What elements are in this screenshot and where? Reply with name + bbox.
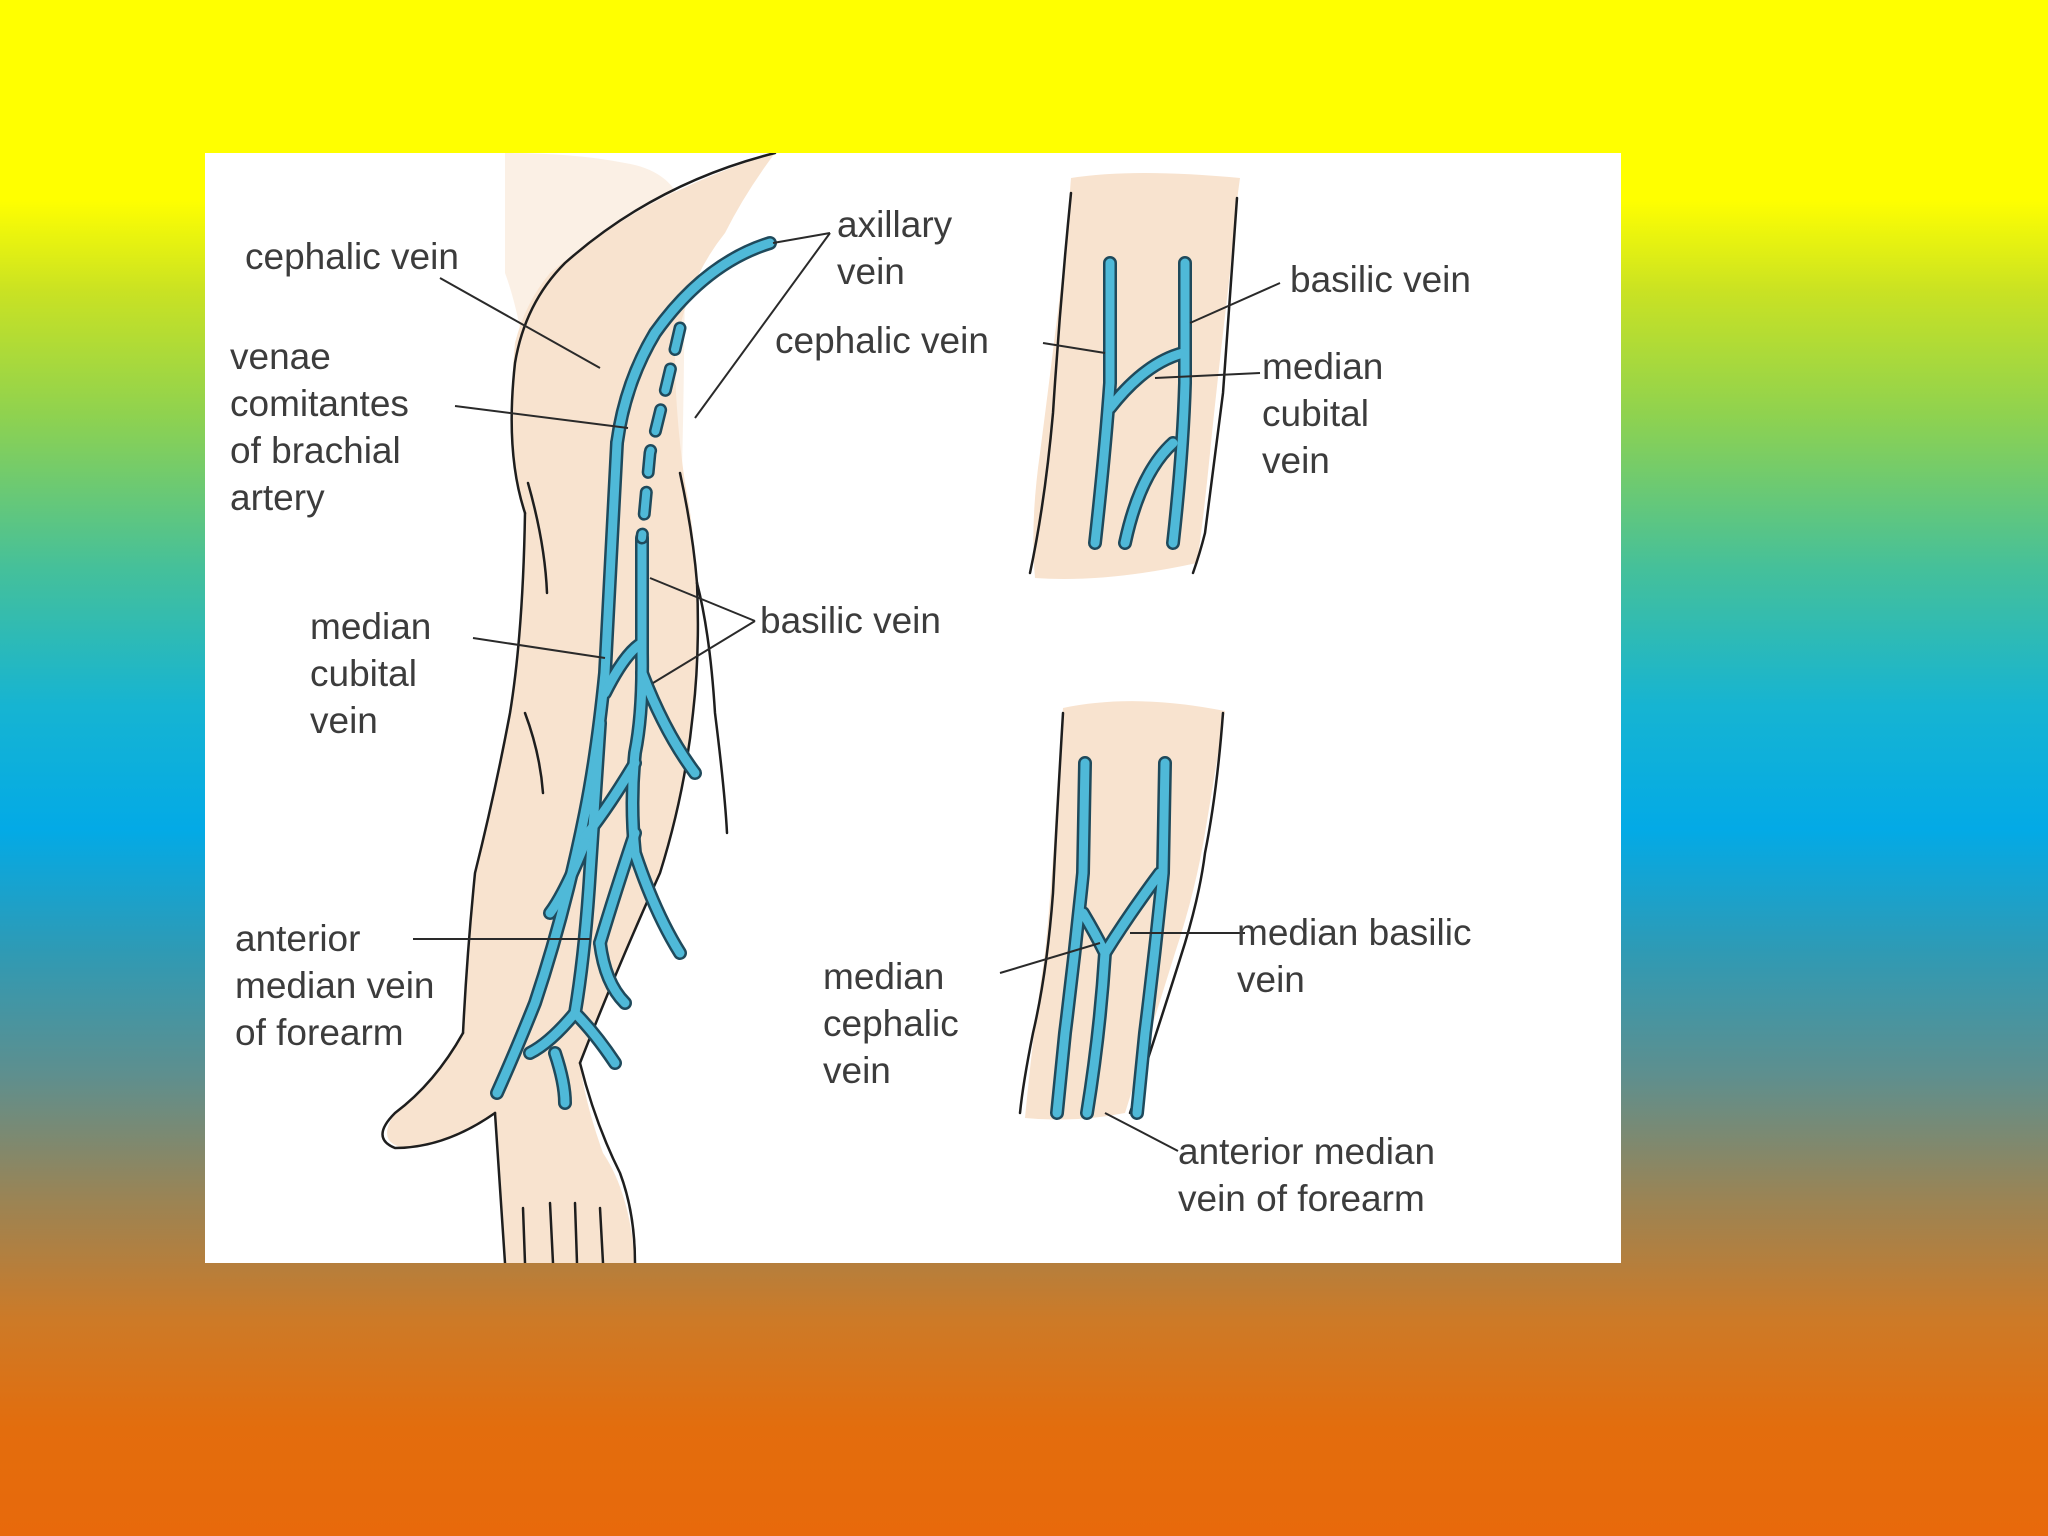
finger-line-2 [548,1201,555,1263]
hand-branch-1 [525,1008,580,1058]
axillary-vein [612,238,775,448]
leader-upper-basilic [1189,282,1281,324]
upper-variant-outline-left [1028,191,1073,575]
armpit-fold [695,581,729,835]
hand-branch-4 [550,1048,570,1108]
finger-line-4 [598,1206,605,1263]
label-median-cubital-vein: median cubital vein [310,606,432,741]
basilic-branch [637,668,700,778]
left-arm-skin [387,153,775,1263]
label-anterior-median-vein: anterior median vein of forearm [235,918,435,1053]
leader-axillary-vein-2 [694,232,831,419]
lower-variant-outline-left [1018,711,1065,1115]
left-arm-veins [490,236,777,1110]
finger-line-1 [521,1206,527,1263]
anterior-median-vein [570,718,605,1018]
lower-basilic [1132,758,1170,1118]
leader-cephalic-vein [439,277,601,369]
label-cephalic-vein: cephalic vein [245,236,459,277]
lower-median-basilic [1100,868,1165,958]
basilic-vein [628,533,685,958]
lower-cephalic [1052,758,1090,1118]
vein-anatomy-figure: cephalic vein axillary vein venae comita… [205,153,1621,1263]
leader-venae-comitantes [454,405,629,429]
shoulder-outline [510,153,777,515]
upper-basilic [1168,258,1190,548]
arm-outer-outline [461,511,527,1035]
upper-forearm-split [1120,438,1178,548]
lower-median-cephalic [1078,908,1110,1118]
label-lower-anterior-median-vein: anterior median vein of forearm [1178,1131,1436,1219]
figure-drawing [381,153,1281,1263]
leader-basilic-vein-2 [652,620,756,684]
hand-branch-2 [570,1008,620,1068]
label-upper-cephalic-vein: cephalic vein [775,320,989,361]
leader-lower-median-cephalic [999,942,1101,974]
finger-line-3 [573,1201,579,1263]
leader-lines [413,232,1281,1152]
elbow-crease [523,711,545,795]
label-upper-median-cubital-vein: median cubital vein [1262,346,1384,481]
upper-variant-outline-right [1191,196,1239,575]
leader-basilic-vein-1 [649,577,756,622]
leader-median-cubital [472,637,606,659]
label-upper-basilic-vein: basilic vein [1290,259,1471,300]
leader-upper-median-cubital [1154,372,1261,379]
label-lower-median-basilic-vein: median basilic vein [1237,912,1472,1000]
cephalic-vein [492,438,622,1098]
forearm-branch-2 [545,838,590,918]
leader-axillary-vein-1 [772,232,831,244]
lower-variant-veins [1050,756,1172,1120]
forearm-branch-3 [595,828,640,948]
thumb-outline [381,1031,497,1150]
upper-median-cubital [1105,348,1188,413]
label-axillary-vein: axillary vein [837,204,953,292]
label-basilic-vein: basilic vein [760,600,941,641]
lower-variant-outline-right [1128,711,1225,1115]
hand-branch-3 [595,938,630,1008]
label-lower-median-cephalic-vein: median cephalic vein [823,956,959,1091]
venae-comitantes [638,324,684,542]
leader-upper-cephalic [1042,342,1106,354]
label-venae-comitantes: venae comitantes of brachial artery [230,336,409,518]
axilla-line [678,471,699,585]
median-cubital-vein [600,638,647,698]
forearm-branch-1 [575,758,640,848]
upper-variant-veins [1088,256,1192,550]
upper-cephalic [1090,258,1115,548]
palm-outline-left [493,1111,507,1263]
palm-outline-right [578,1061,637,1263]
upper-arm-crease [526,481,549,595]
leader-lower-anterior-median [1104,1112,1179,1152]
